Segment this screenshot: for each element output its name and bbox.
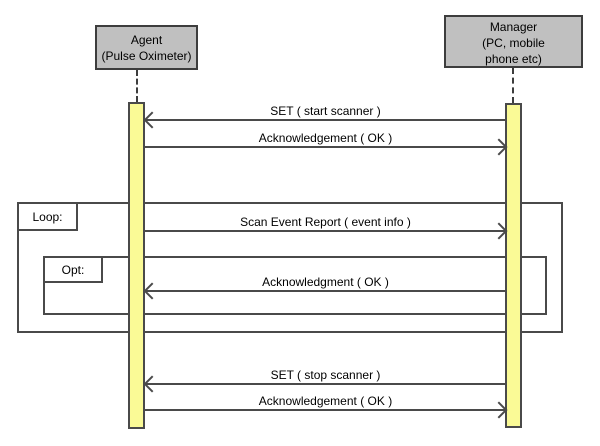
message-set-start-scanner: SET ( start scanner ) xyxy=(143,104,506,129)
message-line xyxy=(143,282,506,300)
message-ack-opt: Acknowledgment ( OK ) xyxy=(143,275,506,300)
actor-manager-name: Manager xyxy=(489,20,538,34)
opt-fragment: Opt: xyxy=(43,256,547,315)
message-label: Acknowledgement ( OK ) xyxy=(258,131,393,145)
message-line xyxy=(143,375,506,393)
actor-manager-subtitle-1: (PC, mobile xyxy=(482,36,545,50)
actor-box-manager: Manager (PC, mobile phone etc) xyxy=(444,15,583,68)
message-line xyxy=(143,111,506,129)
message-line xyxy=(145,138,508,156)
message-ack-start: Acknowledgement ( OK ) xyxy=(145,131,508,156)
loop-fragment: Loop: xyxy=(17,202,563,333)
message-label: Acknowledgement ( OK ) xyxy=(258,394,393,408)
actor-agent-subtitle: (Pulse Oximeter) xyxy=(101,49,192,63)
message-line xyxy=(145,222,508,240)
message-set-stop-scanner: SET ( stop scanner ) xyxy=(143,368,506,393)
manager-lifeline xyxy=(512,68,514,103)
message-scan-event-report: Scan Event Report ( event info ) xyxy=(145,215,508,240)
message-label: SET ( stop scanner ) xyxy=(270,368,381,382)
message-line xyxy=(145,401,508,419)
agent-lifeline xyxy=(136,70,138,102)
opt-fragment-label: Opt: xyxy=(43,256,103,283)
message-ack-stop: Acknowledgement ( OK ) xyxy=(145,394,508,419)
message-label: Acknowledgment ( OK ) xyxy=(262,275,389,289)
loop-fragment-label: Loop: xyxy=(17,202,78,231)
actor-agent-name: Agent xyxy=(130,33,163,47)
message-label: SET ( start scanner ) xyxy=(270,104,381,118)
manager-activation-bar xyxy=(505,103,522,428)
actor-box-agent: Agent (Pulse Oximeter) xyxy=(95,25,198,70)
message-label: Scan Event Report ( event info ) xyxy=(240,215,411,229)
agent-activation-bar xyxy=(128,102,145,429)
actor-manager-subtitle-2: phone etc) xyxy=(485,52,542,66)
